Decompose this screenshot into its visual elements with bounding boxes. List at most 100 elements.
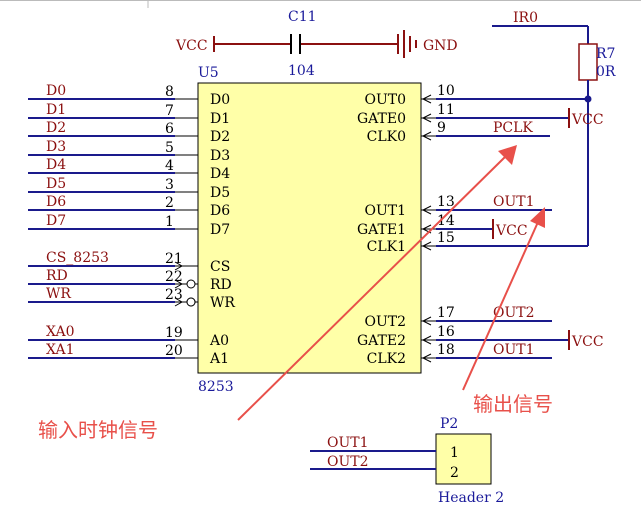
left-pin-name: A0 <box>209 333 229 349</box>
left-net-label: D1 <box>46 102 66 118</box>
left-pin-number: 5 <box>165 140 174 156</box>
left-pin-number: 21 <box>165 251 183 267</box>
left-net-label: WR <box>46 286 71 302</box>
capacitor-gnd-label: GND <box>423 38 458 54</box>
chip-body <box>197 82 422 374</box>
right-pin-name: OUT1 <box>364 203 406 219</box>
vcc-label-gate2: VCC <box>571 334 604 350</box>
left-pin-number: 4 <box>165 158 174 174</box>
right-pin-name: GATE0 <box>357 111 406 127</box>
capacitor-vcc-label: VCC <box>175 38 208 54</box>
right-pin-number: 16 <box>437 324 455 340</box>
capacitor-ref: C11 <box>288 9 317 25</box>
header-part: Header 2 <box>438 490 504 506</box>
left-net-label: RD <box>46 268 68 284</box>
left-pin-number: 19 <box>165 325 183 341</box>
right-pin-name: OUT0 <box>364 92 406 108</box>
chip-ref: U5 <box>198 65 219 81</box>
right-pin-number: 18 <box>437 342 455 358</box>
right-side-wires: PCLK OUT1 OUT2 OUT1 <box>436 98 588 359</box>
right-pin-number: 10 <box>437 83 455 99</box>
left-pin-name: A1 <box>209 351 229 367</box>
capacitor-value: 104 <box>288 63 315 79</box>
header-net-1: OUT1 <box>327 435 369 451</box>
left-pin-name: D6 <box>210 203 230 219</box>
left-net-label: CS_8253 <box>46 250 109 266</box>
right-pin-number: 9 <box>437 120 446 136</box>
annotation-input-clock: 输入时钟信号 <box>38 418 158 442</box>
header-pin-2: 2 <box>450 465 459 481</box>
net-label-clk2-out1: OUT1 <box>493 342 535 358</box>
left-pin-name: CS <box>210 259 230 275</box>
right-pin-name: CLK0 <box>367 129 406 145</box>
header-net-2: OUT2 <box>327 454 369 470</box>
left-pin-number: 6 <box>165 121 174 137</box>
left-pin-number: 1 <box>165 214 174 230</box>
header-p2: P2 1 2 OUT1 OUT2 Header 2 <box>310 416 504 506</box>
resistor-net-label: IR0 <box>513 10 538 26</box>
left-net-label: D0 <box>46 83 66 99</box>
right-pin-name: CLK1 <box>367 239 406 255</box>
left-net-label: XA0 <box>46 324 75 340</box>
vcc-label-gate0: VCC <box>571 112 604 128</box>
net-label-out2: OUT2 <box>493 305 535 321</box>
left-pin-number: 7 <box>165 103 174 119</box>
right-pin-name: CLK2 <box>367 351 406 367</box>
left-net-label: D4 <box>46 157 66 173</box>
right-pin-number: 11 <box>437 102 455 118</box>
chip-part: 8253 <box>198 379 234 395</box>
right-pin-number: 17 <box>437 305 455 321</box>
left-pin-name: RD <box>210 277 232 293</box>
header-pin-1: 1 <box>450 445 459 461</box>
right-pin-name: GATE1 <box>357 222 406 238</box>
left-pin-name: D3 <box>210 148 230 164</box>
left-pin-number: 2 <box>165 195 174 211</box>
left-pin-name: D7 <box>210 222 230 238</box>
left-pin-name: D4 <box>210 166 230 182</box>
left-net-label: XA1 <box>46 342 75 358</box>
capacitor-c11: C11 VCC GND 104 <box>175 9 458 79</box>
resistor-ref: R7 <box>596 46 615 62</box>
left-pin-number: 22 <box>165 269 183 285</box>
left-net-label: D5 <box>46 176 66 192</box>
left-pin-name: WR <box>210 295 235 311</box>
resistor-r7: IR0 R7 0R <box>492 10 616 246</box>
annotation-arrows: 输入时钟信号 输出信号 <box>38 145 553 442</box>
left-pin-name: D1 <box>210 111 230 127</box>
left-pin-name: D5 <box>210 185 230 201</box>
gate-vcc-connections: VCC VCC VCC <box>436 108 604 350</box>
net-label-out1: OUT1 <box>493 194 535 210</box>
left-pin-number: 3 <box>165 177 174 193</box>
left-net-label: D2 <box>46 120 66 136</box>
right-pin-name: GATE2 <box>357 333 406 349</box>
resistor-value: 0R <box>596 64 616 80</box>
left-pin-name: D0 <box>210 92 230 108</box>
vcc-label-gate1: VCC <box>495 223 528 239</box>
left-net-label: D7 <box>46 213 66 229</box>
right-pin-number: 13 <box>437 194 455 210</box>
annotation-output-signal: 输出信号 <box>473 392 553 416</box>
left-pin-number: 8 <box>165 84 174 100</box>
